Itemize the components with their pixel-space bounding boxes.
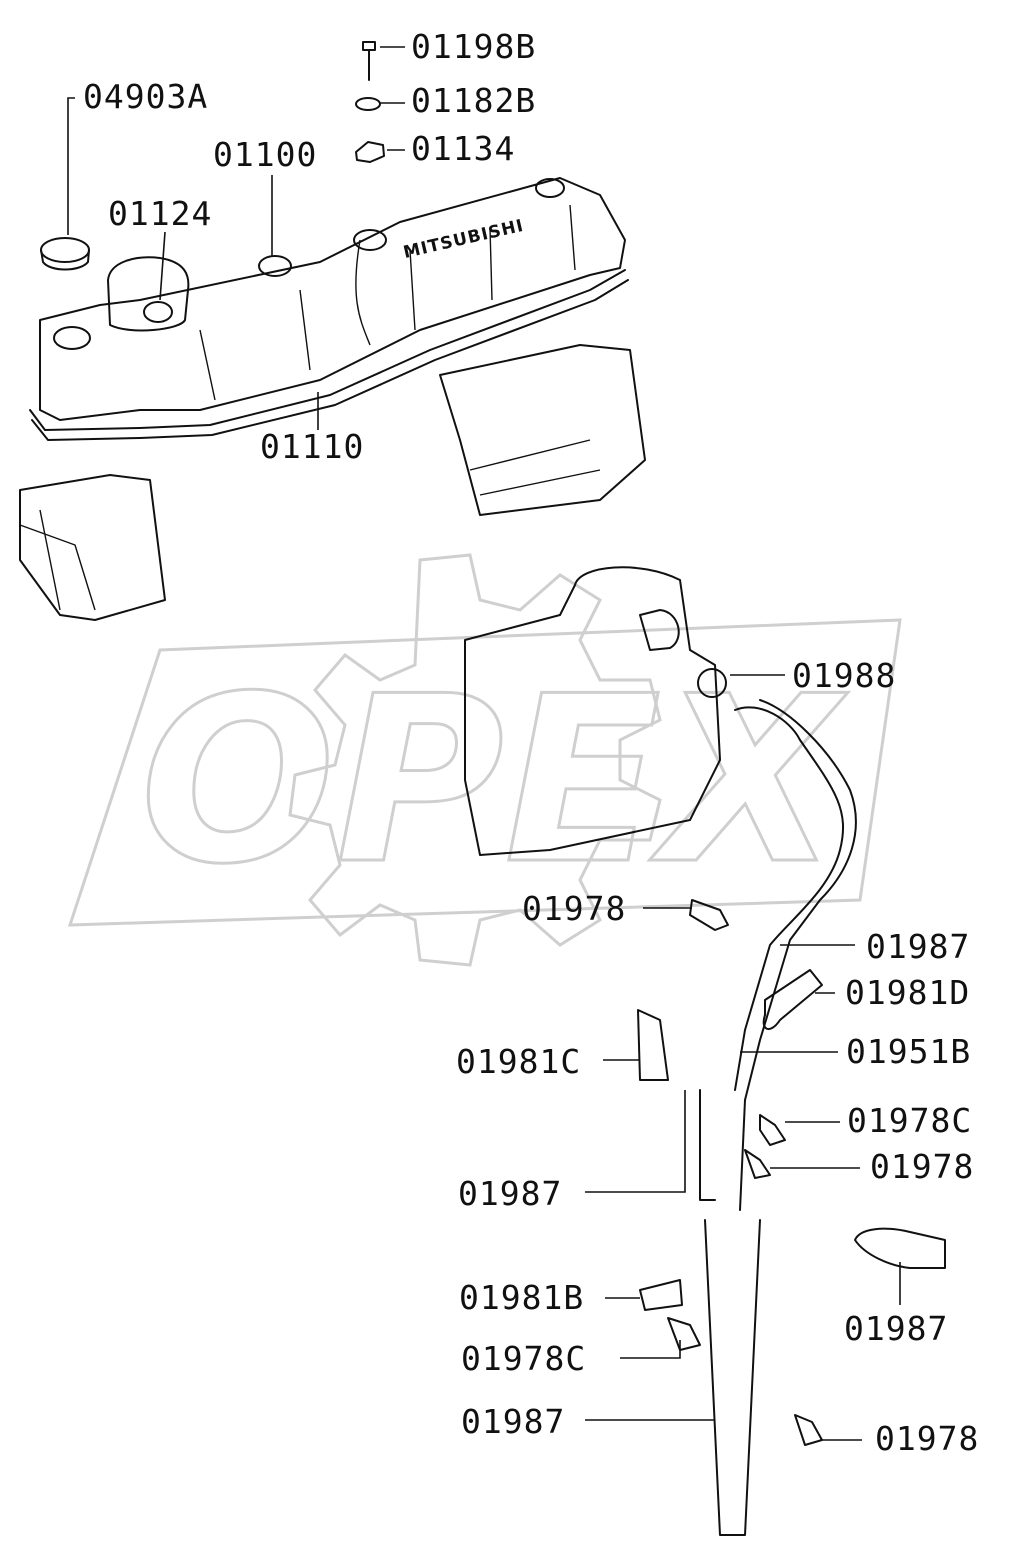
label-01987-a: 01987 — [866, 927, 970, 966]
oil-cap — [40, 237, 90, 271]
label-01978-b: 01978 — [870, 1147, 974, 1186]
label-01981B: 01981B — [459, 1278, 584, 1317]
label-01182B: 01182B — [411, 81, 536, 120]
part-number-labels: 01198B 01182B 04903A 01134 01100 01124 0… — [83, 27, 979, 1458]
label-01978C-b: 01978C — [461, 1339, 586, 1378]
cylinder-head-right — [439, 344, 646, 516]
label-01124: 01124 — [108, 194, 212, 233]
label-01978-a: 01978 — [522, 889, 626, 928]
cylinder-head-left — [19, 474, 166, 621]
label-01134: 01134 — [411, 129, 515, 168]
lower-cover — [464, 566, 727, 856]
label-01951B: 01951B — [846, 1032, 971, 1071]
watermark-text: OPEX — [140, 648, 848, 915]
label-01987-c: 01987 — [844, 1309, 948, 1348]
label-04903A: 04903A — [83, 77, 208, 116]
label-01981D: 01981D — [845, 973, 970, 1012]
cover-emboss-text: MITSUBISHI — [402, 216, 526, 263]
label-01978-c: 01978 — [875, 1419, 979, 1458]
leader-lines — [67, 46, 901, 1441]
label-01100: 01100 — [213, 135, 317, 174]
label-01988: 01988 — [792, 656, 896, 695]
label-01981C: 01981C — [456, 1042, 581, 1081]
top-bolt — [355, 41, 385, 163]
watermark-badge: OPEX — [67, 618, 902, 927]
label-01198B: 01198B — [411, 27, 536, 66]
breather-hose — [699, 699, 857, 1536]
hose-clips — [637, 899, 946, 1446]
label-01978C-a: 01978C — [847, 1101, 972, 1140]
label-01987-d: 01987 — [461, 1402, 565, 1441]
label-01110: 01110 — [260, 427, 364, 466]
label-01987-b: 01987 — [458, 1174, 562, 1213]
